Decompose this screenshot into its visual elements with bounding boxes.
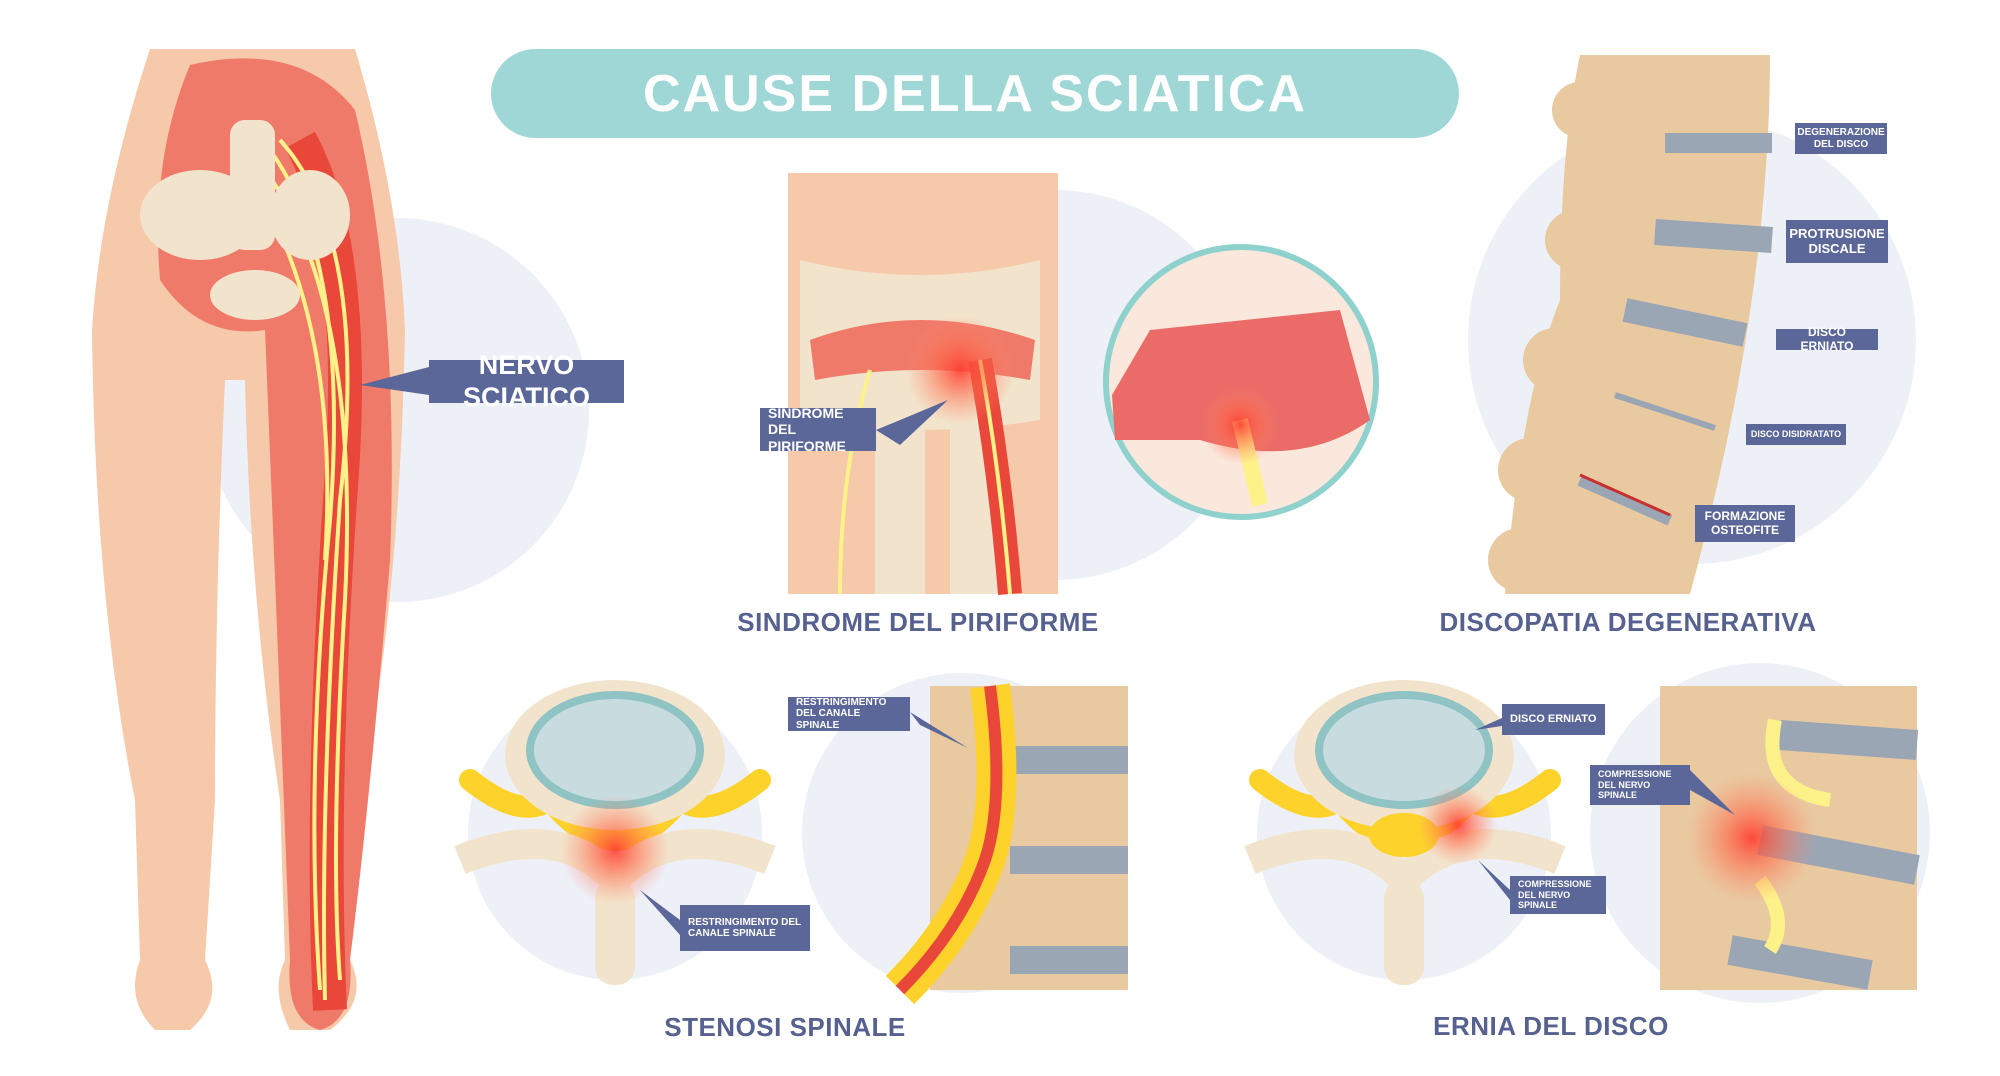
caption-ernia: ERNIA DEL DISCO (1433, 1011, 1669, 1041)
spine-illustration (1488, 55, 1773, 594)
label-nervo-sciatico: NERVO SCIATICO (429, 350, 624, 412)
label-disco-erniato: DISCO ERNIATO (1776, 325, 1878, 352)
stenosis-illustration (454, 680, 1128, 1005)
page-title: CAUSE DELLA SCIATICA (491, 49, 1459, 138)
label-sindrome-piriforme: SINDROME DEL PIRIFORME (760, 405, 876, 454)
label-disco-disidratato: DISCO DISIDRATATO (1746, 424, 1846, 445)
caption-discopatia: DISCOPATIA DEGENERATIVA (1439, 607, 1817, 637)
label-restringimento-top: RESTRINGIMENTO DEL CANALE SPINALE (788, 697, 910, 731)
label-protrusione-discale: PROTRUSIONE DISCALE (1786, 220, 1888, 263)
label-compressione-left: COMPRESSIONE DEL NERVO SPINALE (1510, 876, 1606, 914)
label-compressione-right: COMPRESSIONE DEL NERVO SPINALE (1590, 765, 1690, 805)
label-restringimento-bottom: RESTRINGIMENTO DEL CANALE SPINALE (680, 905, 810, 951)
label-pointer (876, 400, 948, 445)
label-degenerazione-disco: DEGENERAZIONE DEL DISCO (1795, 123, 1887, 154)
label-formazione-osteofite: FORMAZIONE OSTEOFITE (1695, 505, 1795, 542)
caption-piriforme: SINDROME DEL PIRIFORME (737, 607, 1099, 637)
pelvis-bone (140, 120, 350, 320)
caption-stenosi: STENOSI SPINALE (664, 1012, 906, 1042)
leg-illustration (92, 49, 405, 1031)
piriformis-illustration (788, 173, 1379, 595)
label-disco-erniato-hernia: DISCO ERNIATO (1502, 704, 1605, 735)
hernia-illustration (1244, 680, 1920, 990)
label-pointer (360, 367, 429, 395)
